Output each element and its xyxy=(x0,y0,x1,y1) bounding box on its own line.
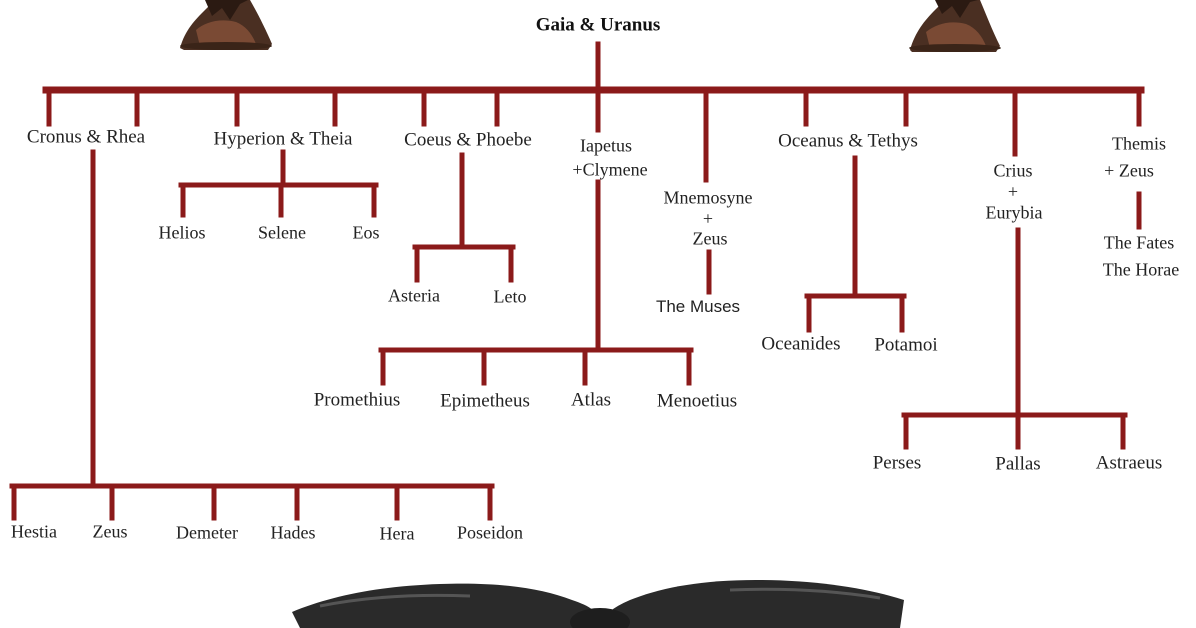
node-eurybia: Eurybia xyxy=(985,202,1043,223)
node-themis: Themis xyxy=(1112,133,1166,154)
node-clymene: +Clymene xyxy=(572,159,648,180)
node-promethius: Promethius xyxy=(313,389,401,411)
node-mnemosyne-zeus: Zeus xyxy=(692,228,728,249)
node-the-muses: The Muses xyxy=(655,296,741,316)
node-oceanus-tethys: Oceanus & Tethys xyxy=(778,130,918,152)
node-iapetus: Iapetus xyxy=(580,135,632,156)
node-themis-zeus: + Zeus xyxy=(1104,160,1154,181)
node-atlas: Atlas xyxy=(570,389,612,411)
node-poseidon: Poseidon xyxy=(456,522,524,543)
decorative-figure-left xyxy=(180,0,272,50)
node-selene: Selene xyxy=(258,222,306,243)
node-oceanides: Oceanides xyxy=(761,333,841,355)
node-menoetius: Menoetius xyxy=(656,390,738,412)
node-epimetheus: Epimetheus xyxy=(440,390,530,412)
decorative-eagle-wings xyxy=(292,580,904,628)
node-pallas: Pallas xyxy=(995,453,1041,475)
node-mnemosyne-plus: + xyxy=(702,208,714,229)
node-zeus: Zeus xyxy=(92,521,128,542)
node-astraeus: Astraeus xyxy=(1095,452,1163,474)
node-leto: Leto xyxy=(493,286,527,307)
node-potamoi: Potamoi xyxy=(874,334,938,356)
node-eos: Eos xyxy=(352,222,380,243)
decorative-figure-right xyxy=(909,0,1001,52)
node-mnemosyne: Mnemosyne xyxy=(663,187,753,208)
node-perses: Perses xyxy=(872,452,922,474)
node-hades: Hades xyxy=(270,522,316,543)
node-the-fates: The Fates xyxy=(1103,232,1175,253)
node-cronus-rhea: Cronus & Rhea xyxy=(26,126,146,148)
node-the-horae: The Horae xyxy=(1102,259,1180,280)
root-gaia-uranus: Gaia & Uranus xyxy=(535,14,661,36)
node-demeter: Demeter xyxy=(176,522,238,543)
node-helios: Helios xyxy=(158,222,206,243)
node-hestia: Hestia xyxy=(11,521,57,542)
node-coeus-phoebe: Coeus & Phoebe xyxy=(404,129,532,151)
node-asteria: Asteria xyxy=(388,285,440,306)
node-hyperion-theia: Hyperion & Theia xyxy=(213,128,353,150)
node-hera: Hera xyxy=(379,523,415,544)
node-crius-plus: + xyxy=(1007,181,1019,202)
node-crius: Crius xyxy=(993,160,1033,181)
